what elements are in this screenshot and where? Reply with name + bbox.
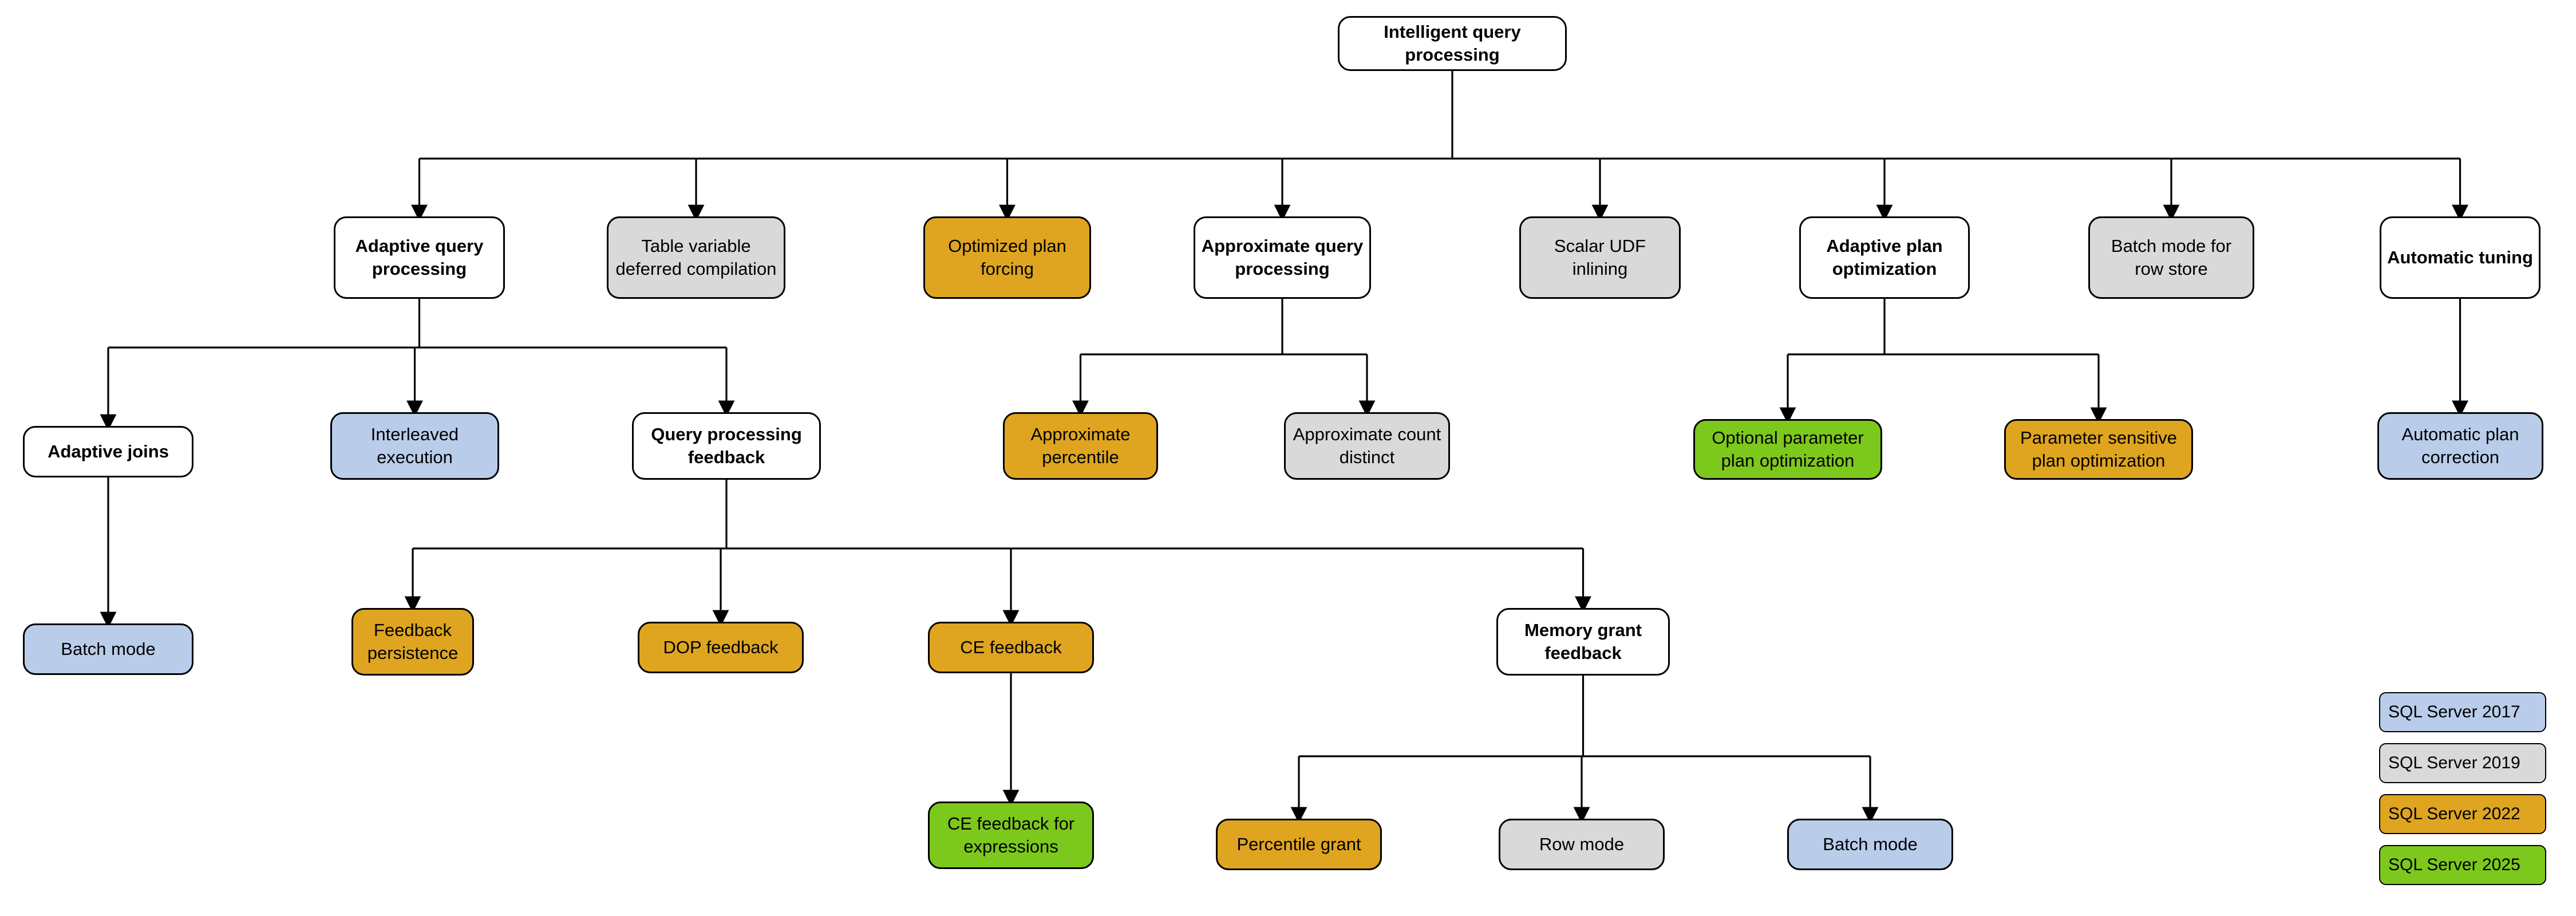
node-label: Batch mode [61, 639, 156, 660]
node-approxpct[interactable]: Approximate percentile [1003, 412, 1158, 480]
legend-item-sql-server-2019[interactable]: SQL Server 2019 [2379, 743, 2546, 783]
node-mgf[interactable]: Memory grant feedback [1496, 608, 1670, 676]
node-label: Adaptive query processing [355, 236, 484, 279]
node-label: CE feedback [960, 637, 1062, 658]
node-bmrs[interactable]: Batch mode for row store [2088, 216, 2254, 299]
legend-item-sql-server-2017[interactable]: SQL Server 2017 [2379, 692, 2546, 732]
node-label: Approximate percentile [1030, 424, 1131, 467]
node-label: Feedback persistence [367, 620, 459, 663]
node-label: Approximate count distinct [1293, 424, 1441, 467]
legend-item-label: SQL Server 2017 [2388, 702, 2520, 721]
node-label: Query processing feedback [651, 424, 802, 467]
node-label: Batch mode for row store [2111, 236, 2232, 279]
node-oppo[interactable]: Optional parameter plan optimization [1693, 419, 1882, 480]
node-label: Parameter sensitive plan optimization [2020, 428, 2177, 471]
node-interleaved[interactable]: Interleaved execution [330, 412, 499, 480]
node-pctgrant[interactable]: Percentile grant [1216, 819, 1382, 870]
node-adaptivejoins[interactable]: Adaptive joins [23, 426, 193, 477]
node-pspo[interactable]: Parameter sensitive plan optimization [2004, 419, 2193, 480]
node-rowmode[interactable]: Row mode [1499, 819, 1665, 870]
node-autotune[interactable]: Automatic tuning [2380, 216, 2541, 299]
node-apc[interactable]: Automatic plan correction [2377, 412, 2543, 480]
node-qpf[interactable]: Query processing feedback [632, 412, 821, 480]
node-batchmode2[interactable]: Batch mode [1787, 819, 1953, 870]
node-apo[interactable]: Adaptive plan optimization [1799, 216, 1970, 299]
node-label: Adaptive plan optimization [1826, 236, 1943, 279]
node-label: Memory grant feedback [1524, 620, 1642, 663]
node-label: Automatic tuning [2387, 247, 2533, 268]
node-label: Batch mode [1823, 834, 1918, 855]
node-approxcd[interactable]: Approximate count distinct [1284, 412, 1450, 480]
legend-item-sql-server-2025[interactable]: SQL Server 2025 [2379, 845, 2546, 885]
node-label: Percentile grant [1236, 834, 1361, 855]
node-dopfb[interactable]: DOP feedback [638, 622, 804, 673]
node-tvdc[interactable]: Table variable deferred compilation [607, 216, 785, 299]
node-aqp[interactable]: Adaptive query processing [334, 216, 505, 299]
legend-item-sql-server-2022[interactable]: SQL Server 2022 [2379, 794, 2546, 834]
node-root[interactable]: Intelligent query processing [1338, 16, 1567, 71]
node-label: Row mode [1539, 834, 1625, 855]
node-approx[interactable]: Approximate query processing [1194, 216, 1371, 299]
node-label: Optional parameter plan optimization [1712, 428, 1864, 471]
legend-item-label: SQL Server 2019 [2388, 753, 2520, 772]
legend-item-label: SQL Server 2022 [2388, 804, 2520, 823]
node-fbpersist[interactable]: Feedback persistence [351, 608, 474, 676]
legend-item-label: SQL Server 2025 [2388, 855, 2520, 874]
node-batchmode1[interactable]: Batch mode [23, 623, 193, 675]
node-udf[interactable]: Scalar UDF inlining [1519, 216, 1681, 299]
node-label: Table variable deferred compilation [615, 236, 777, 279]
node-label: DOP feedback [663, 637, 779, 658]
node-label: Automatic plan correction [2401, 424, 2519, 467]
node-cefbexpr[interactable]: CE feedback for expressions [928, 802, 1094, 869]
node-label: Optimized plan forcing [948, 236, 1066, 279]
node-label: Adaptive joins [48, 441, 169, 462]
node-label: Approximate query processing [1201, 236, 1364, 279]
node-label: CE feedback for expressions [947, 814, 1075, 856]
node-cefb[interactable]: CE feedback [928, 622, 1094, 673]
node-label: Intelligent query processing [1384, 22, 1521, 65]
node-opf[interactable]: Optimized plan forcing [923, 216, 1091, 299]
node-label: Interleaved execution [370, 424, 459, 467]
node-label: Scalar UDF inlining [1554, 236, 1646, 279]
